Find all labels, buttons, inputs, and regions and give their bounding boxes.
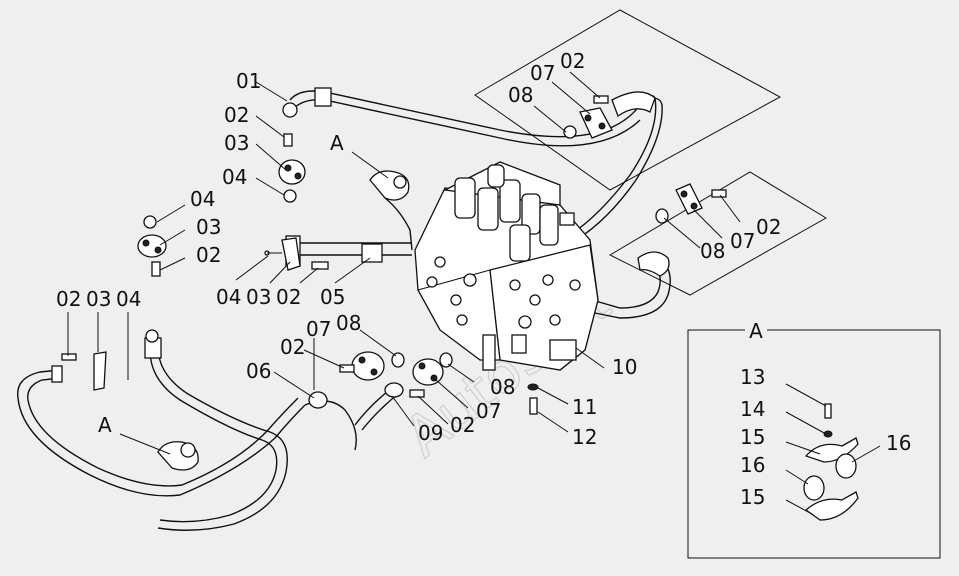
hose-top bbox=[289, 87, 663, 241]
callout-08: 08 bbox=[700, 239, 725, 263]
flange-group-center bbox=[339, 351, 453, 398]
callout-02: 02 bbox=[280, 335, 305, 359]
callout-04: 04 bbox=[190, 187, 215, 211]
callout-09: 09 bbox=[418, 421, 443, 445]
hose-09-fitting bbox=[384, 382, 404, 398]
callout-labels: 01 02 03 04 04 03 02 04 03 02 05 02 03 0… bbox=[56, 49, 911, 509]
view-ref-a-lower: A bbox=[98, 413, 112, 437]
flange-group-upper-left bbox=[278, 102, 306, 203]
callout-02: 02 bbox=[224, 103, 249, 127]
hose-lower-left bbox=[16, 337, 357, 531]
hose-09 bbox=[354, 382, 404, 431]
callout-04: 04 bbox=[216, 285, 241, 309]
callout-16: 16 bbox=[886, 431, 911, 455]
callout-12: 12 bbox=[572, 425, 597, 449]
callout-03: 03 bbox=[86, 287, 111, 311]
callout-04: 04 bbox=[116, 287, 141, 311]
callout-08: 08 bbox=[490, 375, 515, 399]
flange-group-mid bbox=[264, 237, 329, 271]
callout-07: 07 bbox=[730, 229, 755, 253]
detail-box-title-bg bbox=[745, 318, 767, 340]
callout-02: 02 bbox=[56, 287, 81, 311]
callout-03: 03 bbox=[246, 285, 271, 309]
detail-box-title: A bbox=[749, 319, 763, 343]
callout-07: 07 bbox=[530, 61, 555, 85]
callout-06: 06 bbox=[246, 359, 271, 383]
right-subview-outline bbox=[608, 171, 827, 296]
callout-04: 04 bbox=[222, 165, 247, 189]
callout-07: 07 bbox=[476, 399, 501, 423]
callout-11: 11 bbox=[572, 395, 597, 419]
clamp-a-upper bbox=[369, 170, 413, 251]
flange-group-right bbox=[559, 183, 727, 226]
bolt-11-12 bbox=[527, 383, 539, 415]
hose-right bbox=[589, 251, 671, 319]
hose-top-ferrule bbox=[314, 87, 332, 107]
elbow-fitting-right bbox=[637, 251, 670, 277]
callout-15: 15 bbox=[740, 485, 765, 509]
callout-02: 02 bbox=[276, 285, 301, 309]
hose-end-fitting-left bbox=[51, 365, 63, 383]
flange-group-upper-right bbox=[563, 91, 656, 139]
callout-08: 08 bbox=[508, 83, 533, 107]
callout-02: 02 bbox=[756, 215, 781, 239]
callout-16: 16 bbox=[740, 453, 765, 477]
tube-05-ferrule bbox=[361, 243, 383, 263]
callout-14: 14 bbox=[740, 397, 765, 421]
callout-15: 15 bbox=[740, 425, 765, 449]
clamp-a-lower bbox=[157, 441, 199, 471]
callout-07: 07 bbox=[306, 317, 331, 341]
callout-05: 05 bbox=[320, 285, 345, 309]
callout-02: 02 bbox=[450, 413, 475, 437]
flange-group-left bbox=[137, 215, 167, 343]
callout-02: 02 bbox=[560, 49, 585, 73]
view-ref-a-upper: A bbox=[330, 131, 344, 155]
upper-subview-outline bbox=[474, 9, 782, 191]
callout-03: 03 bbox=[196, 215, 221, 239]
callout-01: 01 bbox=[236, 69, 261, 93]
detail-box-a: A bbox=[687, 318, 941, 559]
callout-02: 02 bbox=[196, 243, 221, 267]
hose-06-fitting bbox=[308, 391, 328, 409]
callout-13: 13 bbox=[740, 365, 765, 389]
callout-08: 08 bbox=[336, 311, 361, 335]
control-valve-block bbox=[414, 161, 599, 371]
callout-03: 03 bbox=[224, 131, 249, 155]
leader-lines bbox=[67, 71, 741, 455]
callout-10: 10 bbox=[612, 355, 637, 379]
